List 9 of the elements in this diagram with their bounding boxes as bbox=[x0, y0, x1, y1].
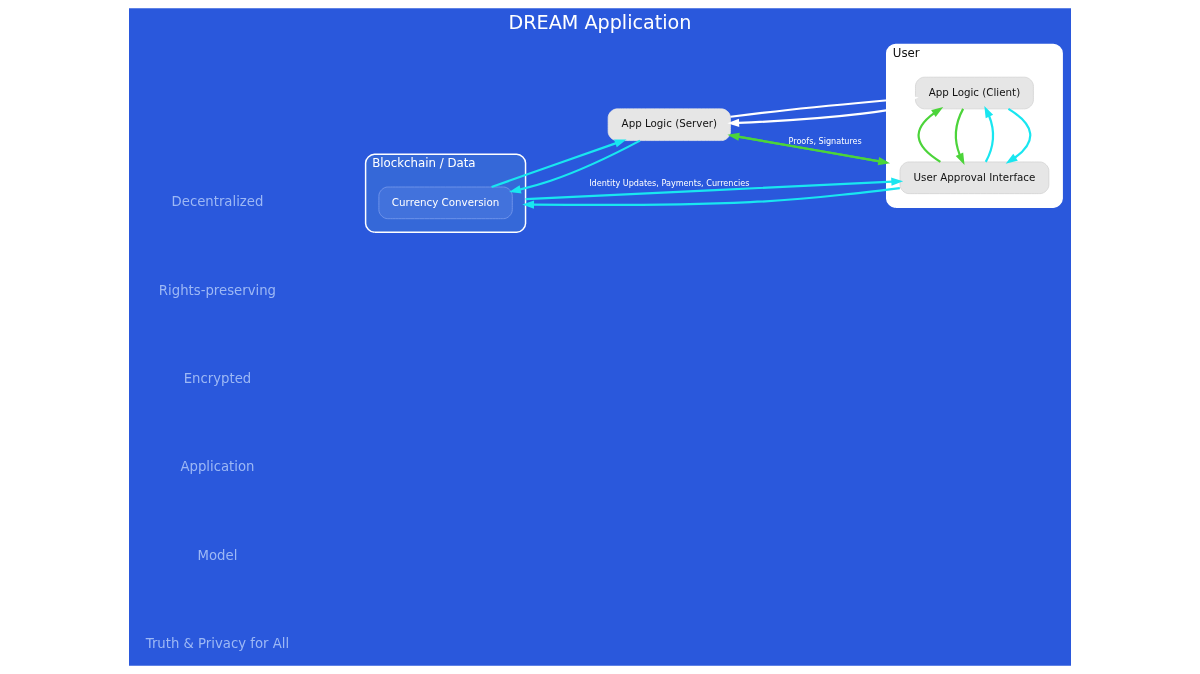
label: Decentralized bbox=[171, 194, 264, 210]
label: Encrypted bbox=[183, 370, 252, 386]
label: Rights-preserving bbox=[158, 282, 277, 298]
label: Truth & Privacy for All bbox=[145, 636, 290, 652]
label: Model bbox=[197, 547, 238, 563]
edge-label: Proofs, Signatures bbox=[788, 136, 862, 147]
label: Application bbox=[180, 459, 255, 475]
edge-label: Identity Updates, Payments, Currencies bbox=[589, 177, 750, 188]
diagram-title: DREAM Application bbox=[508, 11, 692, 35]
